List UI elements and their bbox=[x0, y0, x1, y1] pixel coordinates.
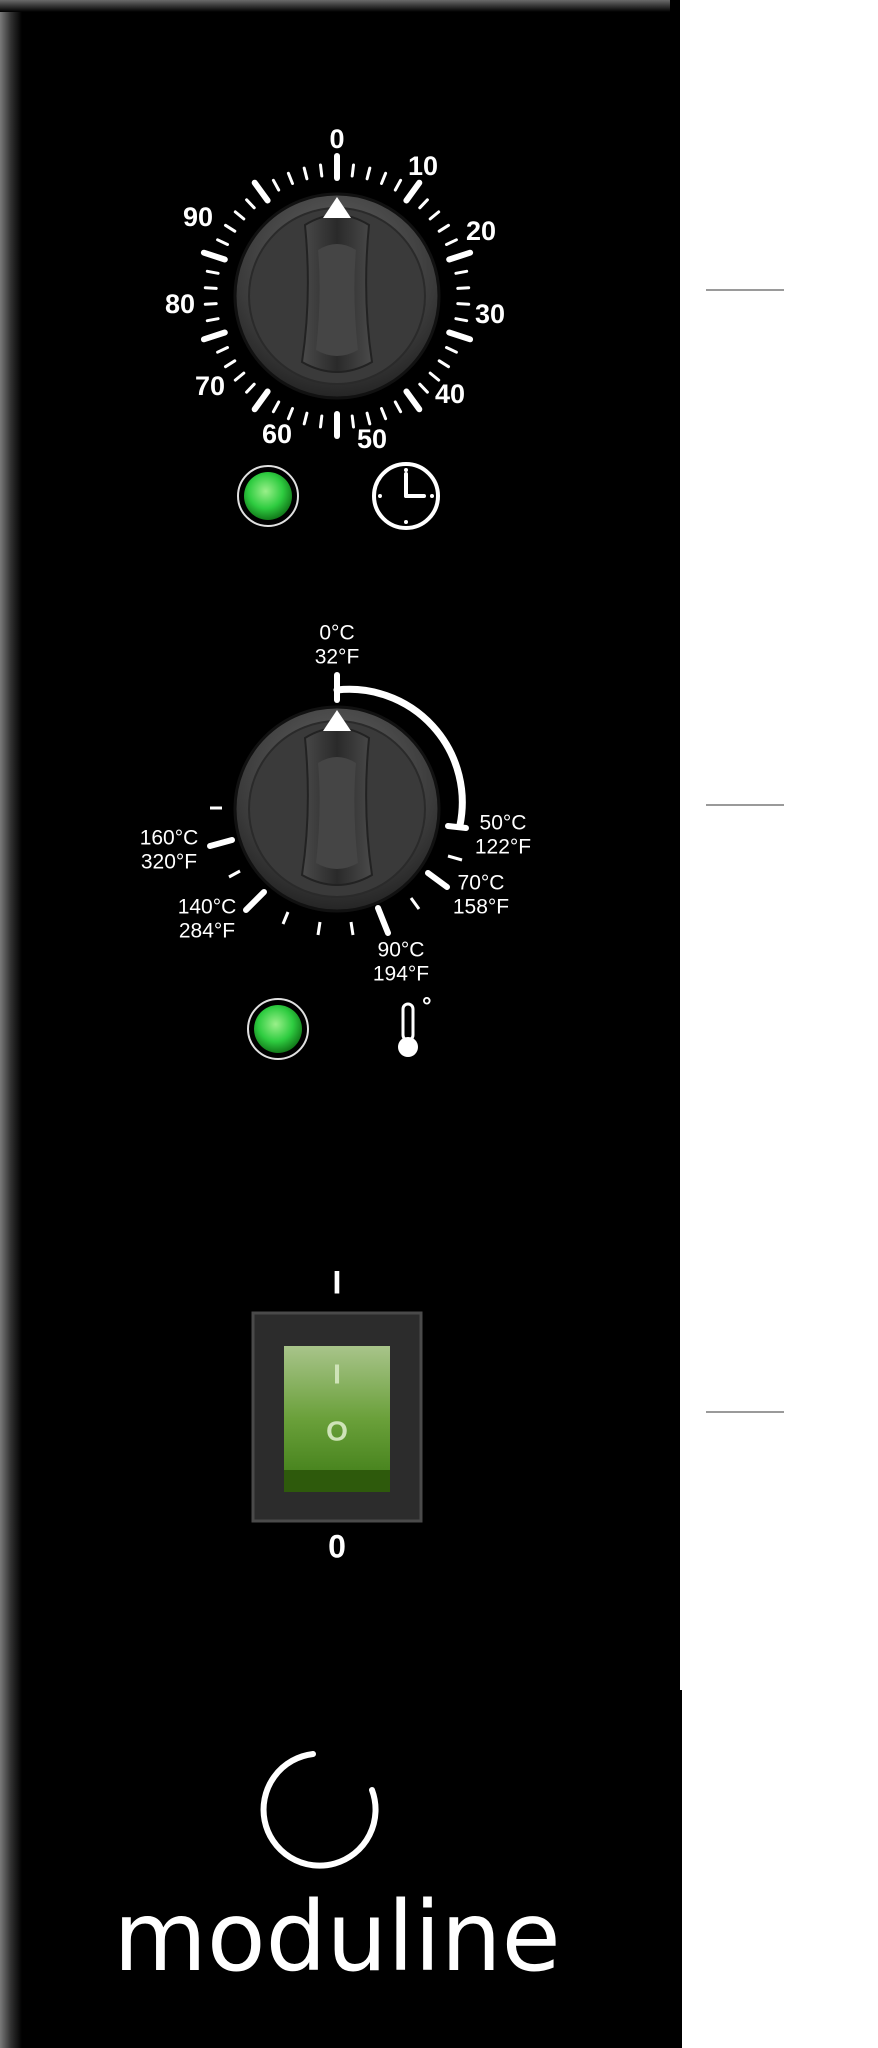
switch-rocker[interactable] bbox=[284, 1346, 390, 1492]
timer-label-20: 20 bbox=[466, 216, 496, 246]
timer-label-0: 0 bbox=[329, 124, 344, 154]
timer-pointer-icon bbox=[323, 197, 351, 218]
timer-label-30: 30 bbox=[475, 299, 505, 329]
timer-major-tick bbox=[403, 179, 423, 204]
thermostat-pointer-icon bbox=[323, 710, 351, 731]
thermostat-scale bbox=[207, 672, 469, 936]
timer-indicator-lamp bbox=[237, 465, 299, 527]
temp-label-140c: 140°C bbox=[178, 896, 237, 919]
temp-label-50c: 50°C bbox=[480, 812, 527, 835]
timer-minor-tick bbox=[393, 400, 403, 414]
timer-label-90: 90 bbox=[183, 202, 213, 232]
timer-minor-tick bbox=[418, 198, 429, 210]
timer-minor-tick bbox=[233, 371, 246, 382]
switch-off-label: 0 bbox=[328, 1528, 346, 1564]
timer-minor-tick bbox=[445, 346, 458, 354]
thermostat-control: 0°C 32°F 50°C 122°F 70°C 158°F 90°C 194°… bbox=[140, 622, 531, 1060]
timer-major-tick bbox=[251, 179, 271, 204]
timer-knob[interactable] bbox=[233, 192, 441, 400]
timer-minor-tick bbox=[365, 166, 372, 181]
timer-minor-tick bbox=[271, 178, 281, 192]
timer-minor-tick bbox=[380, 171, 388, 185]
temp-label-284f: 284°F bbox=[179, 920, 235, 943]
timer-minor-tick bbox=[454, 269, 469, 275]
timer-major-tick bbox=[446, 249, 474, 263]
temp-label-122f: 122°F bbox=[475, 836, 531, 859]
timer-minor-tick bbox=[203, 286, 218, 290]
timer-major-tick bbox=[200, 249, 228, 263]
timer-minor-tick bbox=[319, 414, 324, 429]
temp-label-90c: 90°C bbox=[378, 939, 425, 962]
timer-minor-tick bbox=[445, 238, 458, 246]
timer-minor-tick bbox=[454, 317, 469, 323]
timer-minor-tick bbox=[380, 407, 388, 421]
temp-label-0c: 0°C bbox=[319, 622, 354, 645]
timer-minor-tick bbox=[365, 411, 372, 426]
timer-minor-tick bbox=[350, 414, 355, 429]
brand-logo-icon bbox=[260, 1751, 379, 1869]
temp-label-194f: 194°F bbox=[373, 963, 429, 986]
timer-label-10: 10 bbox=[408, 151, 438, 181]
timer-major-tick bbox=[200, 329, 228, 343]
timer-minor-tick bbox=[418, 382, 429, 394]
timer-minor-tick bbox=[456, 302, 471, 306]
rocker-on-mark: I bbox=[333, 1358, 341, 1389]
timer-minor-tick bbox=[271, 400, 281, 414]
brand-logo: moduline bbox=[113, 1751, 561, 1993]
timer-minor-tick bbox=[286, 171, 294, 185]
timer-minor-tick bbox=[203, 302, 218, 306]
timer-minor-tick bbox=[245, 382, 256, 394]
timer-label-50: 50 bbox=[357, 424, 387, 454]
timer-minor-tick bbox=[205, 317, 220, 323]
timer-label-70: 70 bbox=[195, 371, 225, 401]
thermostat-indicator-lamp bbox=[247, 998, 309, 1060]
thermometer-icon: ° bbox=[398, 993, 432, 1057]
switch-rocker-base bbox=[284, 1470, 390, 1492]
rocker-off-mark: O bbox=[326, 1415, 348, 1446]
timer-minor-tick bbox=[233, 210, 246, 221]
timer-minor-tick bbox=[224, 359, 237, 369]
timer-minor-tick bbox=[286, 407, 294, 421]
timer-minor-tick bbox=[393, 178, 403, 192]
timer-minor-tick bbox=[216, 346, 229, 354]
panel-top-edge bbox=[0, 0, 680, 12]
timer-minor-tick bbox=[437, 359, 450, 369]
timer-label-60: 60 bbox=[262, 419, 292, 449]
switch-on-label: I bbox=[333, 1264, 342, 1300]
power-switch[interactable]: I I O 0 bbox=[251, 1264, 423, 1564]
panel-edge bbox=[0, 0, 22, 2048]
temp-label-160c: 160°C bbox=[140, 827, 199, 850]
timer-scale-ticks bbox=[200, 153, 474, 439]
timer-minor-tick bbox=[302, 411, 309, 426]
timer-minor-tick bbox=[437, 223, 450, 233]
temp-label-320f: 320°F bbox=[141, 851, 197, 874]
thermostat-knob[interactable] bbox=[233, 705, 441, 913]
timer-major-tick bbox=[403, 388, 423, 413]
timer-label-40: 40 bbox=[435, 379, 465, 409]
timer-minor-tick bbox=[428, 371, 441, 382]
timer-label-80: 80 bbox=[165, 289, 195, 319]
timer-minor-tick bbox=[428, 210, 441, 221]
timer-major-tick bbox=[251, 388, 271, 413]
temp-label-70c: 70°C bbox=[458, 872, 505, 895]
timer-minor-tick bbox=[302, 166, 309, 181]
timer-minor-tick bbox=[216, 238, 229, 246]
timer-minor-tick bbox=[319, 163, 324, 178]
clock-icon bbox=[372, 462, 440, 530]
timer-minor-tick bbox=[224, 223, 237, 233]
timer-minor-tick bbox=[456, 286, 471, 290]
timer-major-tick bbox=[446, 329, 474, 343]
temp-label-158f: 158°F bbox=[453, 896, 509, 919]
brand-name: moduline bbox=[113, 1881, 560, 1993]
timer-minor-tick bbox=[245, 198, 256, 210]
timer-minor-tick bbox=[205, 269, 220, 275]
degree-mark: ° bbox=[422, 993, 432, 1020]
timer-control: 0 10 20 30 40 50 60 70 80 90 bbox=[165, 124, 505, 530]
temp-label-32f: 32°F bbox=[315, 646, 360, 669]
timer-minor-tick bbox=[350, 163, 355, 178]
